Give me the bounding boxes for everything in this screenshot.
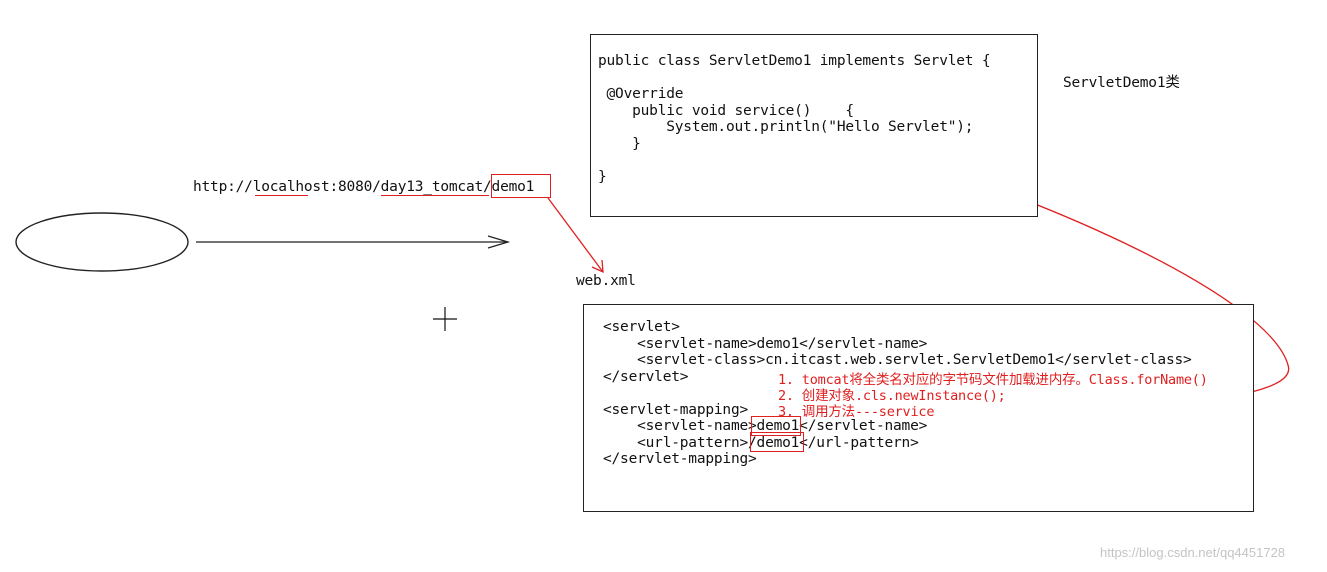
request-arrow-head [487,235,511,249]
webxml-line: <servlet-mapping> [603,401,749,418]
webxml-line: <servlet> [603,319,680,335]
annotation-step-3: 3. 调用方法---service [778,404,935,420]
class-caption: ServletDemo1类 [1063,75,1180,91]
webxml-line: </servlet-mapping> [603,451,757,467]
servlet-class-box: public class ServletDemo1 implements Ser… [590,34,1038,217]
annotation-step-1: 1. tomcat将全类名对应的字节码文件加载进内存。Class.forName… [778,372,1208,388]
client-ellipse [15,212,189,272]
webxml-label: web.xml [576,273,636,289]
class-code-line: } [598,168,607,185]
url-pattern-highlight [750,432,804,452]
annotation-step-2: 2. 创建对象.cls.newInstance(); [778,388,1006,404]
class-code-line: } [598,135,641,152]
class-code-line: System.out.println("Hello Servlet"); [598,119,974,135]
webxml-line: <servlet-class>cn.itcast.web.servlet.Ser… [603,352,1192,368]
class-code-line: @Override [598,86,684,102]
annotation-list: 1. tomcat将全类名对应的字节码文件加载进内存。Class.forName… [778,372,1208,420]
webxml-box: <servlet> <servlet-name>demo1</servlet-n… [583,304,1254,512]
webxml-line: <servlet-name>demo1</servlet-name> [603,418,928,434]
class-code: public class ServletDemo1 implements Ser… [598,53,991,185]
servlet-name-highlight [751,416,801,436]
class-code-line: public class ServletDemo1 implements Ser… [598,53,991,69]
watermark: https://blog.csdn.net/qq4451728 [1100,545,1286,560]
class-code-line [598,152,990,169]
webxml-code: <servlet> <servlet-name>demo1</servlet-n… [603,319,1192,468]
url-path-highlight [491,174,551,198]
class-code-line [598,70,990,87]
webxml-line: </servlet> [603,368,689,385]
url-base: http://localhost:8080/day13_tomcat/ [193,179,492,195]
request-url: http://localhost:8080/day13_tomcat/demo1 [193,179,534,196]
url-path: demo1 [491,179,535,195]
url-host-underline [255,195,308,196]
webxml-line: <servlet-name>demo1</servlet-name> [603,335,928,352]
webxml-line: <url-pattern>/demo1</url-pattern> [603,434,919,451]
url-app-underline [381,195,489,196]
class-code-line: public void service() { [598,102,854,119]
crosshair-icon [433,307,457,331]
